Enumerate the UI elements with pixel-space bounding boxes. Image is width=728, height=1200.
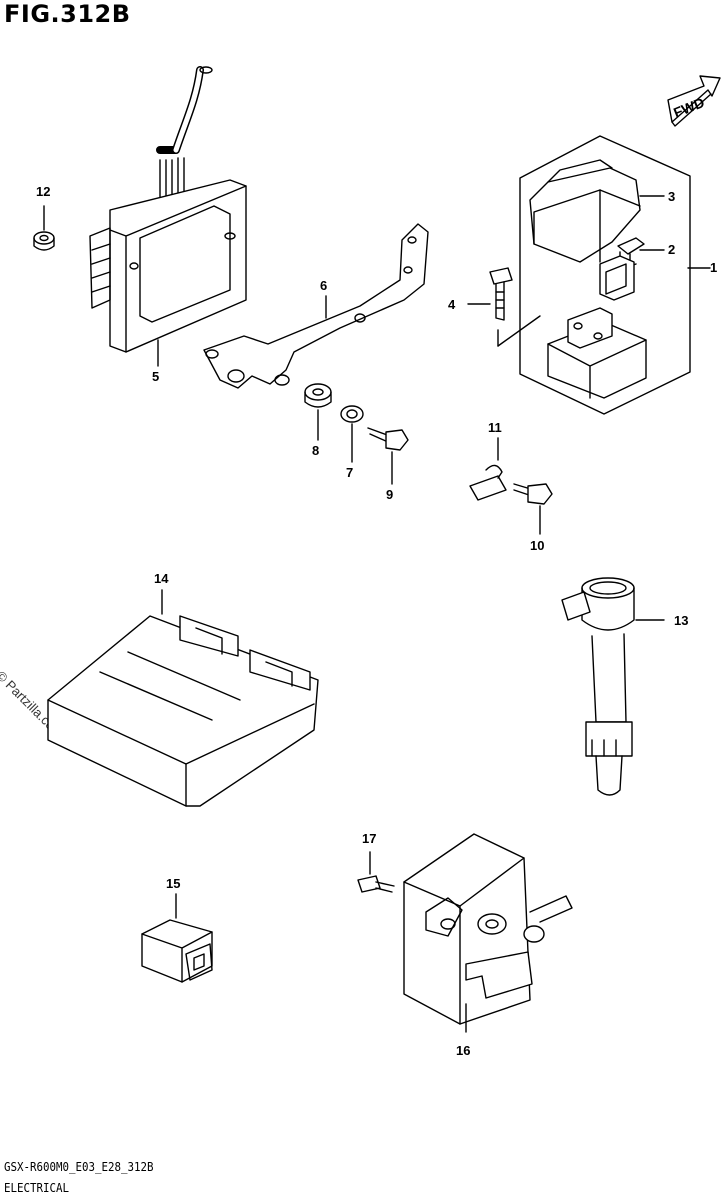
callout-2: 2 [668,242,675,257]
part-9-bolt [367,427,409,485]
part-1-relay-group [497,135,711,415]
callout-8: 8 [312,443,319,458]
callout-12: 12 [36,184,50,199]
callout-3: 3 [668,189,675,204]
diagram-code: GSX-R600M0_E03_E28_312B [4,1160,154,1174]
part-8-grommet [304,383,332,441]
part-12-nut [33,205,55,251]
part-10-bolt [513,483,553,535]
part-15-sensor [141,893,213,983]
figure-title: FIG.312B [4,0,131,28]
fwd-arrow-icon: FWD [667,75,721,127]
callout-10: 10 [530,538,544,553]
callout-13: 13 [674,613,688,628]
callout-6: 6 [320,278,327,293]
callout-14: 14 [154,571,169,586]
part-3-relay-cover [529,159,665,263]
callout-16: 16 [456,1043,470,1058]
callout-9: 9 [386,487,393,502]
callout-labels: 1 2 3 4 5 6 7 8 9 10 11 12 13 14 15 16 1… [36,184,717,1058]
part-5-regulator [89,66,247,367]
callout-1: 1 [710,260,717,275]
section-name: ELECTRICAL [4,1181,70,1195]
part-6-bracket [203,223,429,389]
callout-11: 11 [488,420,502,435]
callout-5: 5 [152,369,159,384]
callout-4: 4 [448,297,456,312]
callout-7: 7 [346,465,353,480]
part-14-ecm [47,589,319,807]
part-13-ignition-coil [561,577,665,796]
part-7-collar [340,405,364,463]
callout-17: 17 [362,831,376,846]
part-4-bolt [467,267,513,321]
starter-relay-body [547,255,647,399]
part-16-sensor-assembly [403,833,573,1033]
part-17-bolt [357,851,395,893]
part-11-clamp [469,437,507,501]
callout-15: 15 [166,876,180,891]
